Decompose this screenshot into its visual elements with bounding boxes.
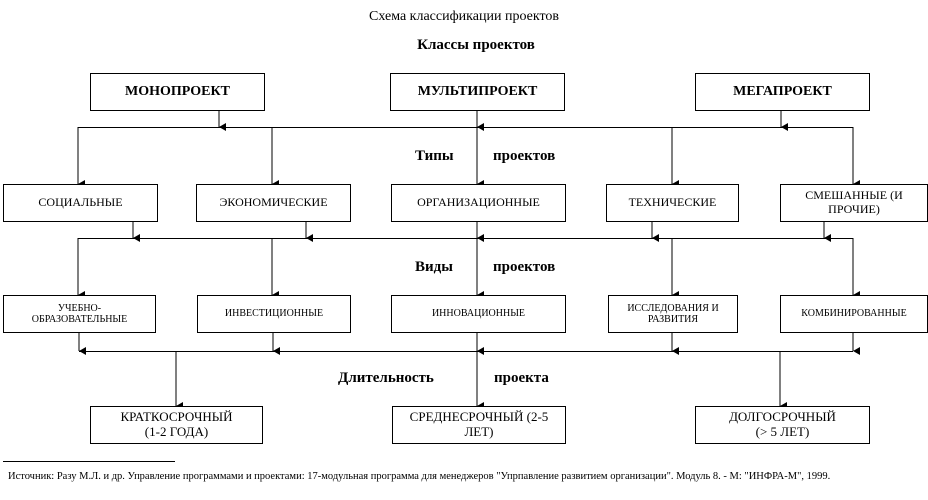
- kind-combined: КОМБИНИРОВАННЫЕ: [780, 295, 928, 333]
- type-economic: ЭКОНОМИЧЕСКИЕ: [196, 184, 351, 222]
- diagram-title: Схема классификации проектов: [369, 9, 559, 24]
- duration-long: ДОЛГОСРОЧНЫЙ (> 5 ЛЕТ): [695, 406, 870, 444]
- type-organizational: ОРГАНИЗАЦИОННЫЕ: [391, 184, 566, 222]
- class-mono: МОНОПРОЕКТ: [90, 73, 265, 111]
- heading-duration-a: Длительность: [338, 370, 434, 386]
- heading-types-a: Типы: [415, 148, 454, 164]
- duration-short: КРАТКОСРОЧНЫЙ (1-2 ГОДА): [90, 406, 263, 444]
- type-social: СОЦИАЛЬНЫЕ: [3, 184, 158, 222]
- kind-investment: ИНВЕСТИЦИОННЫЕ: [197, 295, 351, 333]
- type-technical: ТЕХНИЧЕСКИЕ: [606, 184, 739, 222]
- type-mixed: СМЕШАННЫЕ (И ПРОЧИЕ): [780, 184, 928, 222]
- source-footnote: Источник: Разу М.Л. и др. Управление про…: [8, 471, 831, 482]
- heading-duration-b: проекта: [494, 370, 549, 386]
- kind-research: ИССЛЕДОВАНИЯ И РАЗВИТИЯ: [608, 295, 738, 333]
- kind-innovation: ИННОВАЦИОННЫЕ: [391, 295, 566, 333]
- class-mega: МЕГАПРОЕКТ: [695, 73, 870, 111]
- heading-classes: Классы проектов: [417, 37, 535, 53]
- duration-medium: СРЕДНЕСРОЧНЫЙ (2-5 ЛЕТ): [392, 406, 566, 444]
- heading-kinds-a: Виды: [415, 259, 453, 275]
- class-multi: МУЛЬТИПРОЕКТ: [390, 73, 565, 111]
- heading-kinds-b: проектов: [493, 259, 556, 275]
- heading-types-b: проектов: [493, 148, 556, 164]
- kind-educational: УЧЕБНО-ОБРАЗОВАТЕЛЬНЫЕ: [3, 295, 156, 333]
